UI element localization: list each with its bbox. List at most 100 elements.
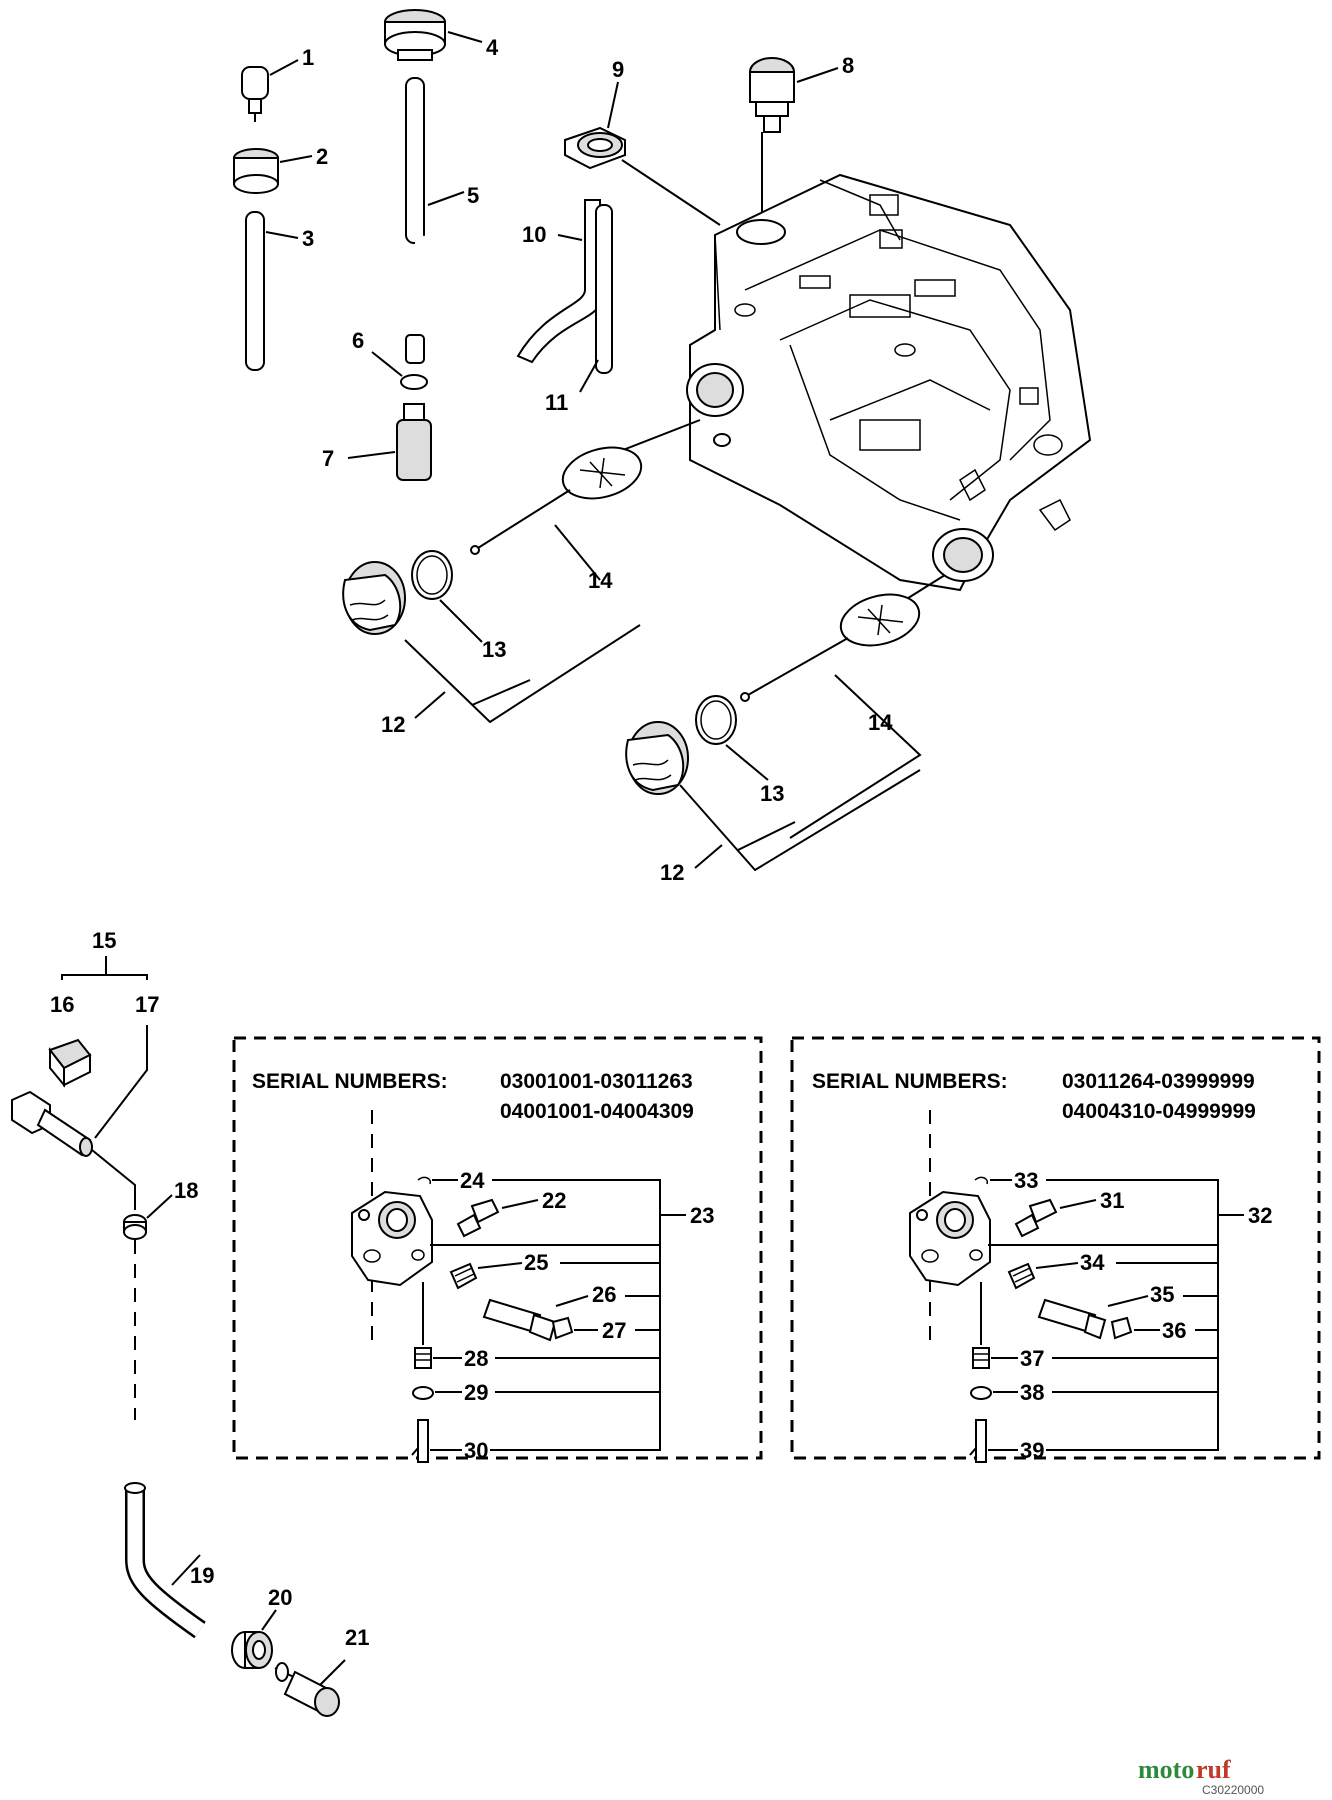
watermark-brand-b: ruf: [1196, 1755, 1231, 1784]
callout-13a: 13: [482, 637, 506, 662]
part-3-tube: [245, 211, 265, 371]
part-21-filter: [274, 1662, 340, 1717]
callout-19: 19: [190, 1563, 214, 1588]
callout-20: 20: [268, 1585, 292, 1610]
leader-14a: [554, 524, 601, 581]
leader-12a: [414, 691, 446, 719]
watermark-brand-a: moto: [1138, 1755, 1194, 1784]
part-22-screw-left: [456, 1198, 500, 1238]
bracket-12-13-upper: [404, 624, 641, 724]
part-17-fitting: [11, 1090, 93, 1157]
callout-31: 31: [1100, 1188, 1124, 1213]
watermark-code: C30220000: [1202, 1783, 1264, 1797]
leader-11: [579, 359, 599, 393]
serial-left-range-1: 03001001-03011263: [500, 1070, 693, 1093]
part-19-hose-end: [124, 1482, 146, 1494]
fuel-line-upper: [91, 1149, 136, 1210]
leader-12b: [694, 844, 723, 869]
callout-12b: 12: [660, 860, 684, 885]
part-14-strainer-upper: [470, 446, 643, 555]
part-35-shaft-right: [1037, 1298, 1107, 1340]
callout-29: 29: [464, 1380, 488, 1405]
callout-23: 23: [690, 1203, 714, 1228]
leader-13b: [725, 744, 769, 781]
callout-25: 25: [524, 1250, 548, 1275]
part-8-primer: [749, 57, 795, 225]
part-26-shaft-left: [482, 1298, 557, 1342]
part-39-pin-right: [969, 1419, 987, 1463]
leader-31: [1059, 1199, 1097, 1209]
leader-14b: [789, 674, 922, 839]
leader-3: [265, 231, 299, 239]
callout-28: 28: [464, 1346, 488, 1371]
leader-35: [1107, 1295, 1149, 1307]
leader-34: [1035, 1262, 1079, 1269]
callout-11: 11: [545, 390, 568, 415]
part-5-coil-hose: [369, 77, 461, 364]
part-6-oring: [400, 374, 428, 390]
leader-18: [146, 1194, 173, 1219]
callout-1: 1: [302, 45, 314, 70]
part-34-spring-right: [1007, 1262, 1036, 1290]
callout-26: 26: [592, 1282, 616, 1307]
crankcase-housing: [686, 173, 1092, 592]
leader-8: [796, 67, 839, 83]
watermark-logo: moto ruf C30220000: [1138, 1755, 1264, 1797]
callout-13b: 13: [760, 781, 784, 806]
callout-14b: 14: [868, 710, 893, 735]
callout-14a: 14: [588, 568, 613, 593]
part-20-grommet: [231, 1631, 273, 1669]
part-31-screw-right: [1014, 1198, 1058, 1238]
part-12-cap-lower: [625, 721, 689, 795]
part-7-filter: [396, 403, 432, 481]
leader-port-lower: [904, 574, 946, 601]
oil-pump-left: [351, 1190, 433, 1287]
bracket-13-upper-connector: [471, 679, 531, 706]
callout-21: 21: [345, 1625, 369, 1650]
leader-17: [94, 1025, 148, 1139]
part-2-grommet: [233, 148, 279, 194]
callout-16: 16: [50, 992, 74, 1017]
serial-right-label: SERIAL NUMBERS:: [812, 1070, 1008, 1093]
part-4-plug: [384, 9, 446, 61]
bracket-13-lower-connector: [737, 821, 796, 851]
part-19-hose: [127, 1488, 205, 1637]
part-16-block: [48, 1038, 92, 1088]
part-11-tube: [595, 204, 613, 374]
callout-2: 2: [316, 144, 328, 169]
callout-15: 15: [92, 928, 116, 953]
callout-4: 4: [486, 35, 499, 60]
callout-36: 36: [1162, 1318, 1186, 1343]
callout-37: 37: [1020, 1346, 1044, 1371]
callout-39: 39: [1020, 1438, 1044, 1463]
bracket-23: [430, 1179, 686, 1451]
callout-7: 7: [322, 446, 334, 471]
callout-30: 30: [464, 1438, 488, 1463]
leader-9: [607, 81, 619, 129]
callout-27: 27: [602, 1318, 626, 1343]
callout-9: 9: [612, 57, 624, 82]
part-9-grommet: [564, 126, 721, 226]
callout-18: 18: [174, 1178, 198, 1203]
leader-7: [347, 451, 396, 459]
leader-19: [171, 1554, 201, 1586]
callout-3: 3: [302, 226, 314, 251]
callout-35: 35: [1150, 1282, 1174, 1307]
callout-10: 10: [522, 222, 546, 247]
callout-34: 34: [1080, 1250, 1105, 1275]
serial-box-right: [790, 1036, 1321, 1460]
part-24-clip-left: [417, 1176, 432, 1185]
bracket-32: [988, 1179, 1244, 1451]
part-12-cap-upper: [342, 561, 406, 635]
serial-right-range-2: 04004310-04999999: [1062, 1100, 1256, 1123]
leader-13a: [439, 599, 483, 643]
bracket-15-left: [61, 956, 107, 980]
callout-17: 17: [135, 992, 159, 1017]
callout-24: 24: [460, 1168, 485, 1193]
serial-left-label: SERIAL NUMBERS:: [252, 1070, 448, 1093]
leader-1: [269, 59, 299, 76]
callout-12a: 12: [381, 712, 405, 737]
part-30-pin-left: [411, 1419, 429, 1463]
leader-22: [501, 1199, 539, 1209]
